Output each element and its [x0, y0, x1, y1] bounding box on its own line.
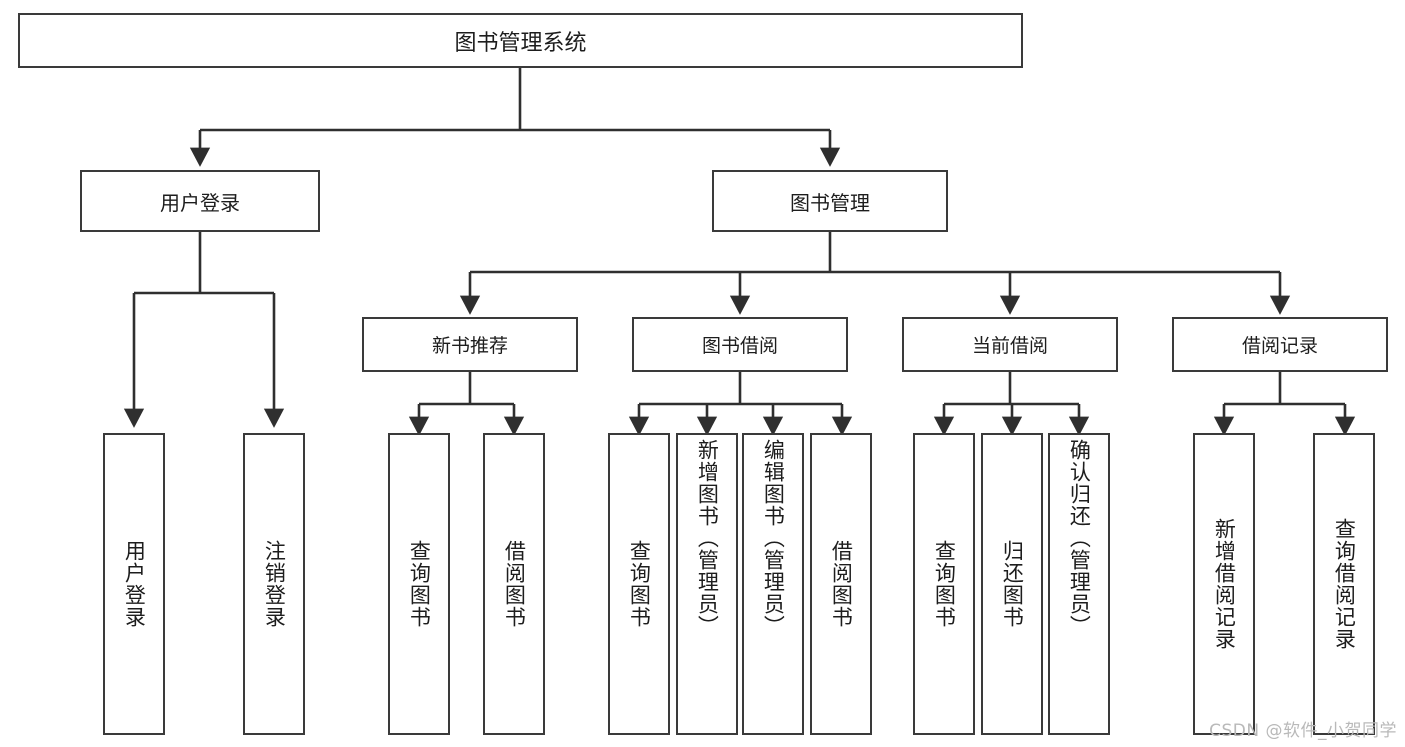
leaf-new-book-borrow[interactable]: 借阅图书 [483, 433, 545, 735]
leaf-label: 借阅图书 [502, 540, 527, 628]
csdn-watermark: CSDN @软件_小贺同学 [1209, 721, 1397, 741]
leaf-label: 归还图书 [1000, 540, 1025, 628]
node-borrow-record[interactable]: 借阅记录 [1172, 317, 1388, 372]
leaf-current-borrow-return[interactable]: 归还图书 [981, 433, 1043, 735]
leaf-label: 借阅图书 [829, 540, 854, 628]
leaf-label: 查询图书 [627, 540, 652, 628]
node-label: 图书借阅 [701, 335, 778, 357]
node-current-borrow[interactable]: 当前借阅 [902, 317, 1118, 372]
leaf-book-borrow-borrow[interactable]: 借阅图书 [810, 433, 872, 735]
leaf-label: 用户登录 [122, 540, 147, 628]
node-user-login[interactable]: 用户登录 [80, 170, 320, 232]
leaf-current-borrow-query[interactable]: 查询图书 [913, 433, 975, 735]
node-label: 图书管理 [790, 190, 870, 215]
leaf-label: 新增借阅记录 [1212, 518, 1237, 650]
leaf-book-borrow-add-admin[interactable]: 新增图书（管理员） [676, 433, 738, 735]
node-label: 借阅记录 [1241, 335, 1318, 357]
leaf-borrow-record-add[interactable]: 新增借阅记录 [1193, 433, 1255, 735]
node-label: 图书管理系统 [454, 30, 587, 56]
leaf-user-login-logout[interactable]: 注销登录 [243, 433, 305, 735]
leaf-label: 查询图书 [407, 540, 432, 628]
node-label: 用户登录 [160, 190, 240, 215]
leaf-label: 注销登录 [262, 540, 287, 628]
leaf-book-borrow-edit-admin[interactable]: 编辑图书（管理员） [742, 433, 804, 735]
node-label: 当前借阅 [971, 335, 1048, 357]
node-book-borrow[interactable]: 图书借阅 [632, 317, 848, 372]
leaf-user-login-login[interactable]: 用户登录 [103, 433, 165, 735]
leaf-new-book-query[interactable]: 查询图书 [388, 433, 450, 735]
leaf-current-borrow-confirm-admin[interactable]: 确认归还（管理员） [1048, 433, 1110, 735]
leaf-label: 查询借阅记录 [1332, 518, 1357, 650]
leaf-borrow-record-query[interactable]: 查询借阅记录 [1313, 433, 1375, 735]
leaf-label: 查询图书 [932, 540, 957, 628]
node-book-management[interactable]: 图书管理 [712, 170, 948, 232]
node-new-book-recommend[interactable]: 新书推荐 [362, 317, 578, 372]
leaf-label: 新增图书（管理员） [695, 439, 720, 637]
node-label: 新书推荐 [431, 335, 508, 357]
leaf-label: 编辑图书（管理员） [761, 439, 786, 637]
leaf-book-borrow-query[interactable]: 查询图书 [608, 433, 670, 735]
node-book-management-system[interactable]: 图书管理系统 [18, 13, 1023, 68]
leaf-label: 确认归还（管理员） [1067, 439, 1092, 637]
